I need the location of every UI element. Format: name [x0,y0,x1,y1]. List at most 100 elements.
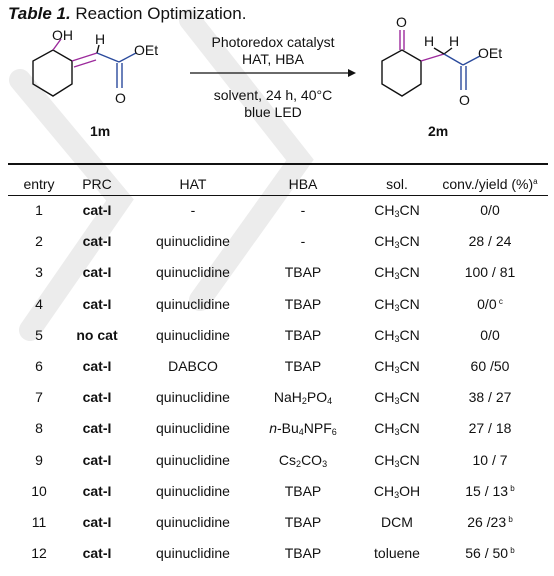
cyclohexanone-ring [381,49,422,97]
cell-sol: CH3CN [374,420,420,438]
cell-prc: cat-I [82,451,112,468]
condition-below-2: blue LED [244,104,302,120]
cyclohexane-ring [32,49,73,97]
h2-bond [443,47,453,55]
product-oet-label: OEt [478,45,502,61]
product-o-label: O [459,92,470,108]
cell-hba: - [300,202,306,218]
cell-footnote: b [508,546,515,556]
header-entry: entry [23,176,55,192]
cell-prc: cat-I [82,482,112,499]
cell-hat: quinuclidine [156,420,230,437]
cell-entry: 7 [35,389,43,406]
cell-yield: 28 / 24 [468,233,512,250]
cell-yield: 38 / 27 [468,389,512,406]
cell-sol: CH3CN [374,233,420,251]
table-header-rule [8,195,548,196]
header-yield-footnote: a [533,177,538,186]
cell-prc: cat-I [82,514,112,530]
table-caption: Reaction Optimization. [75,4,247,23]
exocyclic-double-bond [71,52,98,62]
table-label: Table 1. [8,4,71,23]
product-o-ketone-label: O [396,14,407,30]
ester-bond [96,52,120,63]
cell-yield: 0/0 [480,326,500,343]
cell-hat: quinuclidine [156,514,230,530]
cell-hat: quinuclidine [156,451,230,468]
cell-hat: quinuclidine [156,264,230,281]
cell-hba: TBAP [284,295,322,312]
cell-entry: 5 [35,326,43,343]
cell-hba: NaH2PO4 [273,389,333,407]
cell-footnote: c [496,296,503,306]
cell-yield: 60 /50 [470,358,510,374]
cell-sol: CH3CN [374,451,420,469]
cell-entry: 2 [35,233,43,250]
product-id: 2m [428,123,448,139]
cell-prc: cat-I [82,233,112,250]
reactant-oet-label: OEt [134,42,158,58]
cell-hat: quinuclidine [156,233,230,250]
cell-hat: quinuclidine [156,545,230,562]
cell-hat: DABCO [168,358,218,374]
cell-prc: cat-I [82,264,112,281]
cell-yield: 0/0 c [477,295,503,312]
ch2-bond [420,53,445,62]
cell-entry: 9 [35,451,43,468]
header-hba: HBA [288,176,318,192]
ester-bond [443,53,464,66]
cell-yield: 0/0 [480,202,500,218]
cell-prc: cat-I [82,202,112,218]
cell-entry: 10 [31,482,47,499]
cell-hba: TBAP [284,264,322,281]
cell-footnote: b [508,483,515,493]
cell-yield: 56 / 50 b [465,545,515,562]
h1-bond [433,47,445,55]
reactant-id: 1m [90,123,110,139]
cell-hba: - [300,233,306,250]
cell-hat: quinuclidine [156,295,230,312]
cell-sol: toluene [374,545,420,562]
cell-hba: Cs2CO3 [278,451,328,469]
exocyclic-double-bond-2 [73,59,97,68]
cell-footnote: b [506,515,513,524]
cell-yield: 10 / 7 [472,451,508,468]
header-prc: PRC [82,176,112,192]
c-oh-bond [52,38,62,51]
cell-sol: CH3CN [374,326,420,344]
cell-hba: TBAP [284,514,322,530]
cell-entry: 3 [35,264,43,281]
header-sol: sol. [386,176,408,192]
product-h2-label: H [449,33,459,49]
cell-prc: cat-I [82,295,112,312]
cell-entry: 8 [35,420,43,437]
cell-hat: quinuclidine [156,482,230,499]
reactant-h-label: H [95,31,105,47]
cell-sol: CH3CN [374,389,420,407]
cell-prc: cat-I [82,389,112,406]
cell-sol: DCM [381,514,413,530]
header-yield-text: conv./yield (%) [442,176,534,192]
cell-sol: CH3CN [374,202,420,219]
cell-hat: quinuclidine [156,326,230,343]
table-header: entry PRC HAT HBA sol. conv./yield (%)a [0,176,554,198]
header-yield: conv./yield (%)a [434,176,546,192]
ester-o-bond [118,52,137,63]
cell-yield: 26 /23 b [467,514,513,530]
condition-above-1: Photoredox catalyst [212,34,335,50]
vinyl-h-bond [96,44,100,54]
table-title: Table 1. Reaction Optimization. [8,4,246,24]
cell-hba: TBAP [284,326,322,343]
product-structure [381,30,481,97]
cell-yield: 27 / 18 [468,420,512,437]
table-row: 2 cat-I quinuclidine - CH3CN 28 / 24 [0,233,554,264]
